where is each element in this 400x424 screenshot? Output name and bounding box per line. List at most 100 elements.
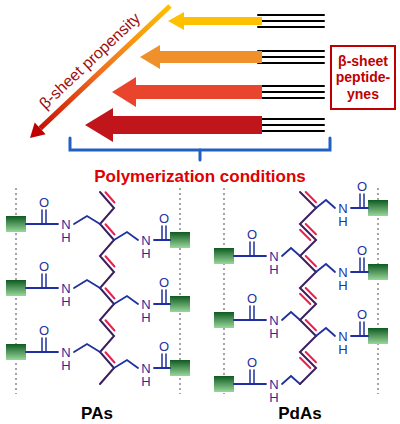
atom-label: N [269, 250, 278, 263]
peptide-block [6, 216, 26, 232]
triple-bond [300, 358, 310, 368]
methylene-link [316, 200, 335, 208]
alkyne-bond [258, 14, 324, 16]
alkyne-bond [258, 130, 324, 132]
atom-label: O [159, 340, 169, 353]
peptide-block [368, 200, 388, 216]
carbonyl-bond [253, 370, 255, 384]
alkyne-bond [258, 20, 324, 22]
atom-label: H [269, 327, 278, 340]
polymer-backbone [300, 192, 316, 384]
carbonyl-bond [359, 258, 361, 272]
atom-label: O [39, 260, 49, 273]
compound-label: β-sheet peptide-ynes [335, 53, 391, 101]
peptide-block [214, 376, 234, 392]
carbonyl-bond [165, 226, 167, 240]
carbonyl-bond [41, 274, 43, 288]
peptide-block [170, 232, 190, 248]
carbonyl-bond [363, 258, 365, 272]
peptide-block [214, 312, 234, 328]
peptide-block [214, 248, 234, 264]
atom-label: H [141, 375, 150, 388]
atom-label: O [247, 356, 257, 369]
carbonyl-bond [363, 322, 365, 336]
methylene-link [74, 216, 100, 224]
polymer-name: PdAs [278, 405, 321, 422]
methylene-link [316, 328, 335, 336]
alkyne-bond [258, 97, 324, 99]
atom-label: H [269, 263, 278, 276]
bracket [70, 138, 330, 150]
atom-label: N [269, 314, 278, 327]
alkyne-bond [258, 118, 324, 120]
carbonyl-bond [41, 338, 43, 352]
atom-label: N [141, 234, 150, 247]
bracket [199, 150, 202, 160]
triple-bond [306, 224, 316, 234]
carbonyl-bond [249, 306, 251, 320]
atom-label: O [159, 276, 169, 289]
beta-strand-arrow [85, 108, 262, 142]
atom-label: N [61, 218, 70, 231]
amide-bond [362, 271, 368, 273]
carbonyl-bond [41, 210, 43, 224]
triple-bond [300, 294, 310, 304]
amide-bond [362, 335, 368, 337]
atom-label: O [159, 212, 169, 225]
atom-label: O [357, 180, 367, 193]
atom-label: N [61, 282, 70, 295]
atom-label: O [357, 244, 367, 257]
atom-label: O [39, 324, 49, 337]
propensity-arrowhead [30, 123, 46, 138]
methylene-link [282, 248, 300, 256]
atom-label: O [357, 308, 367, 321]
double-bond [306, 192, 316, 202]
atom-label: N [338, 202, 347, 215]
beta-strand-arrow [140, 45, 262, 69]
carbonyl-bond [161, 354, 163, 368]
triple-bond [306, 352, 316, 362]
methylene-link [282, 376, 300, 384]
carbonyl-bond [45, 210, 47, 224]
compound-box: β-sheet peptide-ynes [330, 45, 396, 110]
carbonyl-bond [161, 290, 163, 304]
double-bond [106, 320, 115, 330]
atom-label: H [141, 311, 150, 324]
double-bond [106, 288, 115, 298]
peptide-block [6, 280, 26, 296]
alkyne-bond [258, 124, 324, 126]
carbonyl-bond [249, 370, 251, 384]
methylene-link [74, 280, 100, 288]
peptide-block [170, 360, 190, 376]
beta-strand-arrow [168, 12, 262, 30]
carbonyl-bond [359, 322, 361, 336]
alkyne-bond [258, 62, 324, 64]
alkyne-bond [258, 50, 324, 52]
carbonyl-bond [363, 194, 365, 208]
sheet-axis [223, 188, 225, 394]
amide-bond [164, 239, 170, 241]
sheet-axis [377, 188, 379, 394]
polymer-name: PAs [81, 405, 113, 422]
carbonyl-bond [249, 242, 251, 256]
atom-label: O [39, 196, 49, 209]
atom-label: N [61, 346, 70, 359]
alkyne-bond [258, 85, 324, 87]
double-bond [306, 256, 316, 266]
atom-label: N [338, 266, 347, 279]
triple-bond [300, 230, 310, 240]
atom-label: H [61, 295, 70, 308]
double-bond [106, 256, 115, 266]
double-bond [106, 352, 115, 362]
carbonyl-bond [161, 226, 163, 240]
beta-strand-arrow [112, 77, 262, 107]
triple-bond [306, 288, 316, 298]
methylene-link [114, 296, 138, 304]
polymer-backbone [100, 192, 114, 384]
atom-label: H [338, 215, 347, 228]
atom-label: N [141, 362, 150, 375]
atom-label: N [338, 330, 347, 343]
methylene-link [114, 360, 138, 368]
atom-label: N [269, 378, 278, 391]
